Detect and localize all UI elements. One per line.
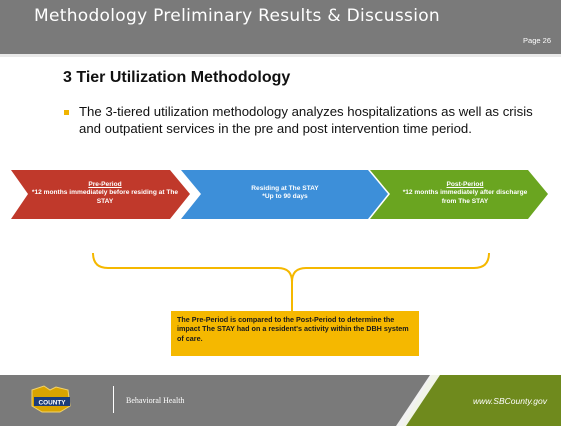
header-bar: Methodology Preliminary Results & Discus… [0,0,561,57]
county-logo-icon: COUNTY [31,385,71,413]
bullet-square-icon [64,110,69,115]
post-period-desc: *12 months immediately after discharge f… [402,189,528,205]
stay-line2: *Up to 90 days [262,193,308,201]
post-period-title: Post-Period [446,181,484,188]
slide-title: Methodology Preliminary Results & Discus… [34,6,440,26]
department-label: Behavioral Health [126,396,185,405]
bullet-text: The 3-tiered utilization methodology ana… [79,104,533,136]
pre-period-arrow [11,170,190,219]
stay-arrow [181,170,388,219]
pre-period-title: Pre-Period [88,181,122,188]
stay-label: Residing at The STAY *Up to 90 days [205,185,365,202]
section-heading: 3 Tier Utilization Methodology [63,69,291,86]
post-period-arrow [370,170,548,219]
logo-text: COUNTY [39,400,67,407]
comparison-callout: The Pre-Period is compared to the Post-P… [171,311,419,356]
stay-line1: Residing at The STAY [251,185,319,192]
footer-divider [113,386,114,413]
website-link[interactable]: www.SBCounty.gov [472,396,547,406]
comparison-bracket [92,252,490,311]
page-number: Page 26 [523,36,551,45]
post-period-label: Post-Period *12 months immediately after… [395,181,535,206]
pre-period-desc: *12 months immediately before residing a… [31,189,179,205]
pre-period-label: Pre-Period *12 months immediately before… [30,181,180,206]
